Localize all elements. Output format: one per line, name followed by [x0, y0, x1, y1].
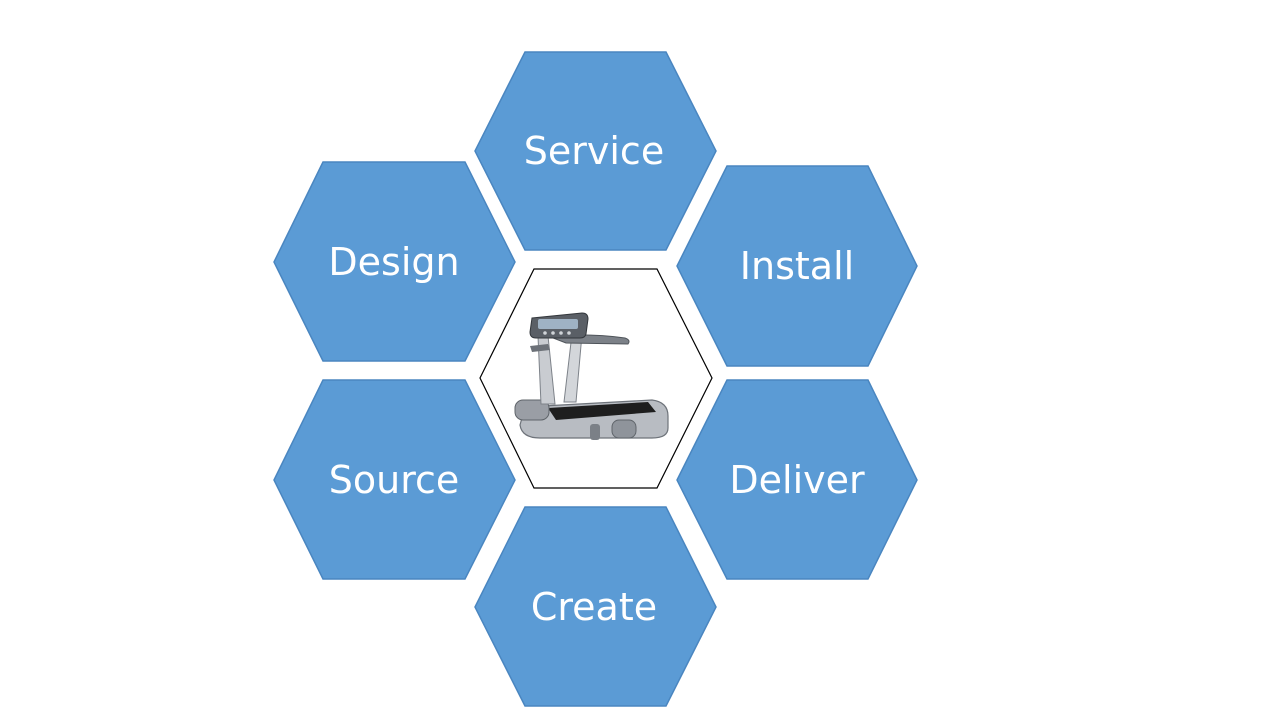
hex-design: Design	[273, 161, 516, 362]
hex-create: Create	[474, 506, 717, 707]
hex-center	[479, 268, 713, 489]
hex-service: Service	[474, 51, 717, 251]
hex-design-shape	[273, 161, 516, 362]
hex-source-shape	[273, 379, 516, 580]
hex-service-shape	[474, 51, 717, 251]
hex-center-shape	[479, 268, 713, 489]
hex-create-shape	[474, 506, 717, 707]
hex-source: Source	[273, 379, 516, 580]
hex-install-label: Install	[740, 244, 854, 288]
treadmill-icon	[514, 312, 669, 440]
hex-design-label: Design	[328, 240, 459, 284]
hex-create-label: Create	[531, 585, 657, 629]
hex-deliver-label: Deliver	[729, 458, 865, 502]
hex-source-label: Source	[329, 458, 460, 502]
hex-install: Install	[676, 165, 918, 367]
hex-install-shape	[676, 165, 918, 367]
hex-deliver: Deliver	[676, 379, 918, 580]
hex-service-label: Service	[524, 129, 664, 173]
hex-deliver-shape	[676, 379, 918, 580]
